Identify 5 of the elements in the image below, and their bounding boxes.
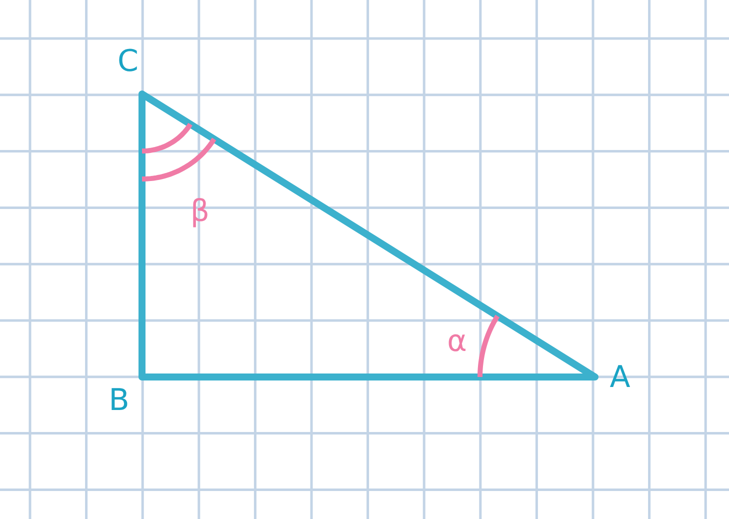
vertex-label: A: [610, 363, 630, 393]
vertex-label: B: [108, 386, 130, 416]
angle-label: α: [447, 327, 467, 357]
vertex-label: C: [118, 47, 138, 77]
angle-label: β: [190, 197, 210, 227]
